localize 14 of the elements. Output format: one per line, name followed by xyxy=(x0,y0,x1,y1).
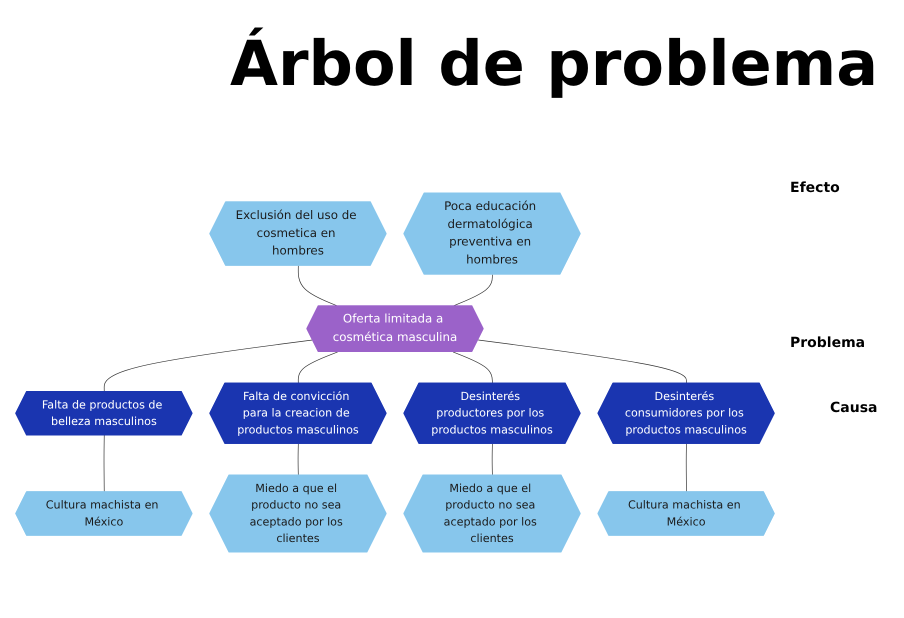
section-label: Efecto xyxy=(790,180,840,196)
connector xyxy=(104,435,105,492)
connector xyxy=(298,444,299,476)
connector xyxy=(298,352,338,384)
section-label: Causa xyxy=(830,400,878,416)
connector xyxy=(452,352,493,384)
connector xyxy=(298,265,338,306)
connector xyxy=(492,444,493,476)
connector xyxy=(104,340,313,392)
section-label: Problema xyxy=(790,335,866,351)
connector xyxy=(686,444,687,492)
title: Árbol de problema xyxy=(230,30,878,98)
connector xyxy=(452,274,493,306)
connector xyxy=(478,340,687,384)
